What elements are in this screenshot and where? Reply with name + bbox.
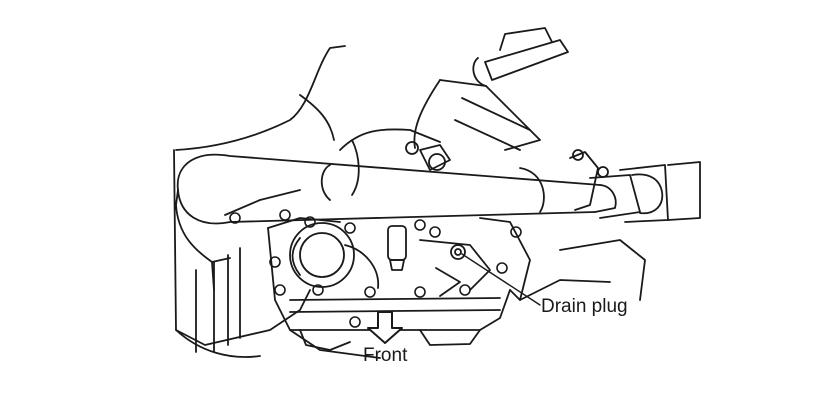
vehicle-underbody <box>173 45 646 359</box>
front-direction-arrow-icon <box>367 311 403 344</box>
pipe-clamp <box>519 149 609 213</box>
exhaust-pipe <box>175 153 701 291</box>
propeller-shaft <box>413 27 569 151</box>
leader-line <box>461 253 541 306</box>
drain-plug-label: Drain plug <box>541 296 628 317</box>
frame-rails <box>195 247 241 353</box>
housing-bolts <box>229 209 522 328</box>
transmission-housing <box>267 128 531 351</box>
drain-plug <box>450 244 466 260</box>
front-label: Front <box>363 345 408 366</box>
